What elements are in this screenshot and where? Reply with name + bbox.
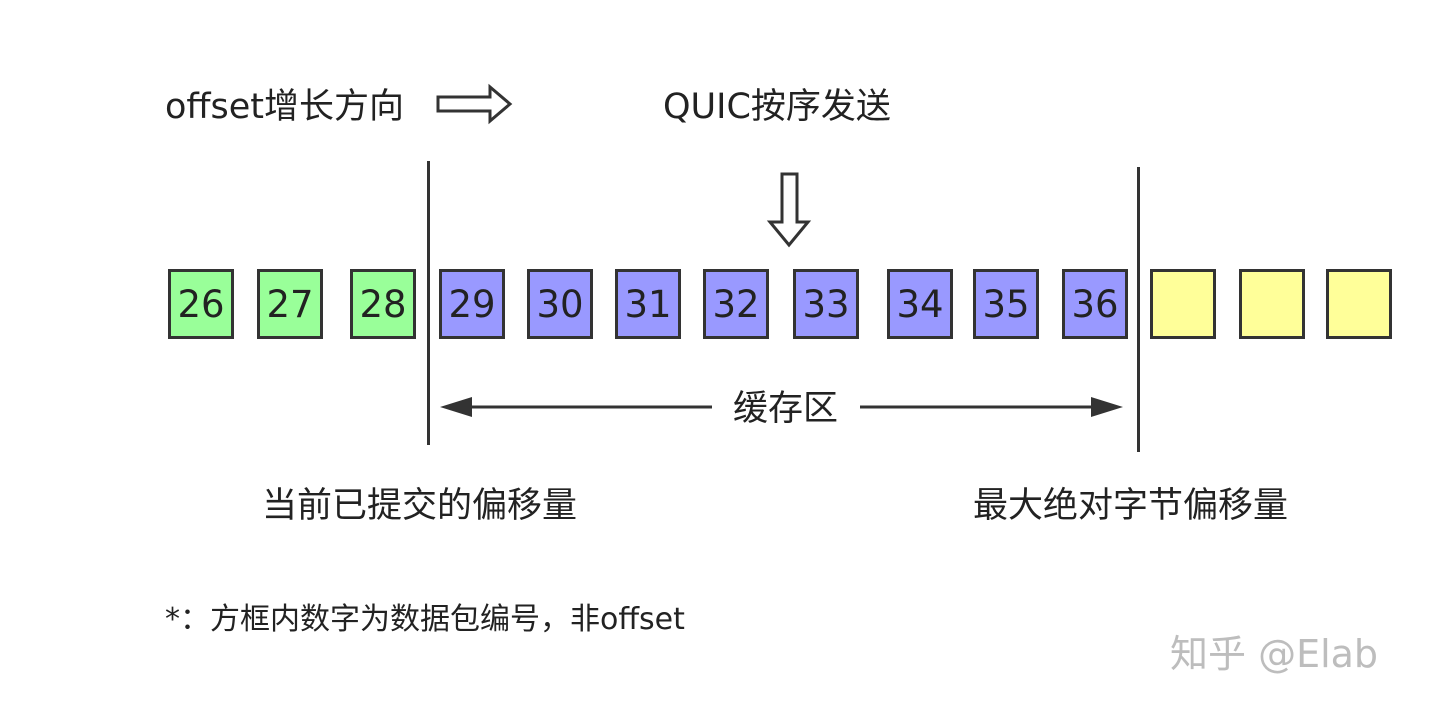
packet-number: 33: [802, 282, 850, 326]
committed-offset-label: 当前已提交的偏移量: [262, 486, 578, 526]
packet-box: 33: [793, 269, 859, 339]
packet-box: 32: [703, 269, 769, 339]
packet-box: 31: [615, 269, 681, 339]
hollow-right-arrow-icon: [436, 83, 513, 125]
max-offset-line: [1137, 167, 1140, 452]
packet-number: 32: [712, 282, 760, 326]
hollow-down-arrow-icon: [766, 172, 812, 248]
packet-number: 26: [177, 282, 225, 326]
packet-box: [1150, 269, 1216, 339]
double-headed-arrow-icon: [440, 397, 1123, 417]
packet-box: 28: [350, 269, 416, 339]
packet-number: 29: [448, 282, 496, 326]
packet-box: 27: [257, 269, 323, 339]
packet-number: 34: [896, 282, 944, 326]
packet-box: 35: [973, 269, 1039, 339]
packet-number: 28: [359, 282, 407, 326]
packet-box: [1326, 269, 1392, 339]
packet-number: 35: [982, 282, 1030, 326]
footnote: *：方框内数字为数据包编号，非offset: [165, 602, 685, 637]
quic-send-label: QUIC按序发送: [663, 87, 891, 127]
packet-box: [1239, 269, 1305, 339]
buffer-label: 缓存区: [733, 389, 839, 429]
watermark: 知乎 @Elab: [1170, 632, 1379, 676]
packet-number: 27: [266, 282, 314, 326]
packet-number: 30: [536, 282, 584, 326]
packet-box: 30: [527, 269, 593, 339]
packet-box: 26: [168, 269, 234, 339]
max-offset-label: 最大绝对字节偏移量: [973, 486, 1289, 526]
packet-box: 29: [439, 269, 505, 339]
committed-offset-line: [427, 161, 430, 445]
packet-number: 36: [1071, 282, 1119, 326]
packet-box: 34: [887, 269, 953, 339]
offset-direction-label: offset增长方向: [165, 87, 405, 127]
packet-box: 36: [1062, 269, 1128, 339]
packet-number: 31: [624, 282, 672, 326]
